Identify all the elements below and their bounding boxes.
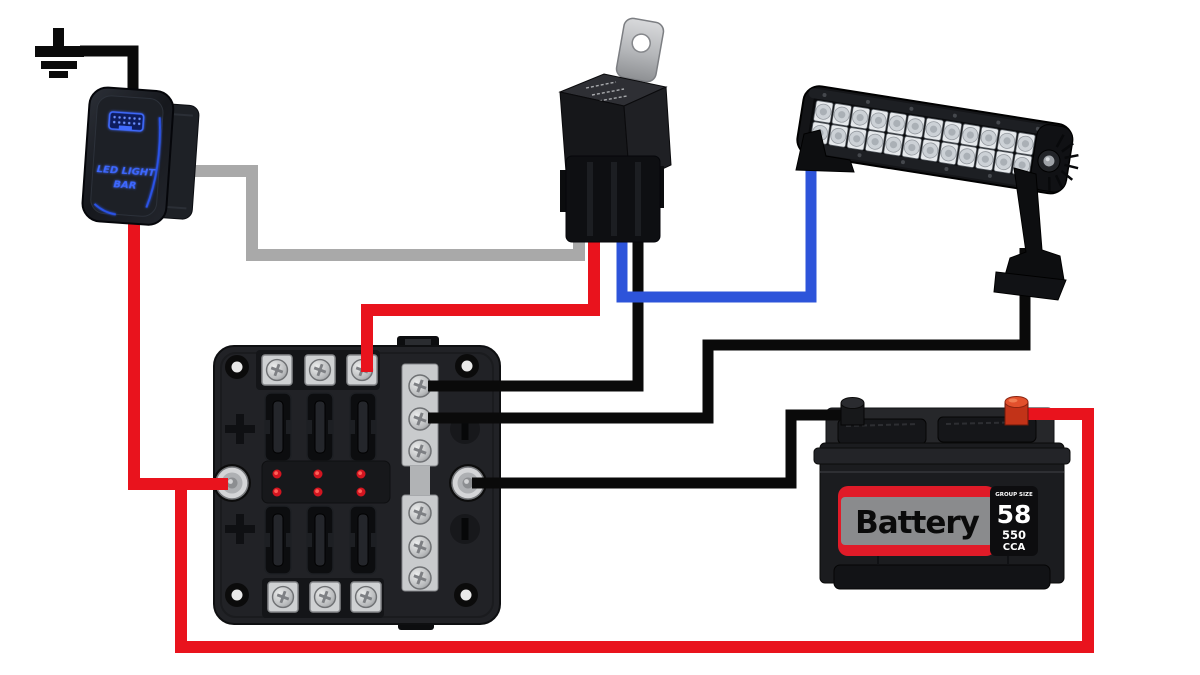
fuse-indicator-led [356, 487, 366, 497]
fuse-block [212, 336, 501, 630]
wire-light-bar-to-fuse-ground [428, 248, 1031, 424]
fuse-indicator-led [313, 469, 323, 479]
ground-bus-screw [407, 406, 433, 432]
fuse-output-terminal [310, 582, 340, 612]
fuse-indicator-led [356, 469, 366, 479]
battery: Battery GROUP SIZE 58 550 CCA [813, 407, 1071, 590]
battery-brand-text: Battery [855, 505, 979, 541]
light-bar-housing [796, 85, 1079, 195]
fuse-slot [306, 505, 334, 575]
heat-sink-fins [1047, 134, 1079, 191]
fuse-input-terminal [262, 355, 292, 385]
relay-printed-text [585, 81, 628, 102]
fuse-indicator-led [313, 487, 323, 497]
negative-marking [450, 514, 480, 544]
battery-group-size-value: 58 [997, 500, 1032, 529]
switch-label-line2: BAR [113, 179, 137, 192]
battery-cca-value: 550 [1002, 528, 1026, 542]
wire-relay-to-light-bar [616, 158, 817, 303]
fuse-slot [264, 392, 292, 462]
fuse-indicator-led [272, 469, 282, 479]
mounting-hole [225, 355, 249, 379]
led-light-bar [795, 85, 1079, 301]
wire-relay-to-fuse-terminal [361, 228, 600, 372]
fuse-input-terminal [305, 355, 335, 385]
fuse-slot [349, 392, 377, 462]
battery-label: Battery GROUP SIZE 58 550 CCA [838, 486, 1038, 556]
battery-base [833, 564, 1051, 590]
wire-ground-to-switch [80, 45, 139, 97]
fuse-output-terminal [351, 582, 381, 612]
ground-bus-screw [407, 373, 433, 399]
wire-switch-to-fuse-stud [128, 218, 228, 490]
switch-illumination: LED LIGHT BAR [93, 111, 161, 216]
switch-label-line1: LED LIGHT [96, 164, 156, 179]
wire-relay-to-fuse-ground [428, 228, 644, 392]
fuse-slot [306, 392, 334, 462]
battery-group-size-label: GROUP SIZE [995, 492, 1033, 498]
wire-battery-positive [175, 408, 1094, 653]
right-bracket-foot [993, 271, 1067, 301]
left-mounting-bracket [795, 129, 855, 173]
mounting-hole [454, 583, 478, 607]
ground-bus-screw [407, 565, 433, 591]
wire-switch-to-relay [178, 165, 585, 261]
battery-positive-terminal [1004, 396, 1029, 426]
ground-symbol [35, 28, 84, 78]
fuse-output-terminal [268, 582, 298, 612]
mounting-hole [225, 583, 249, 607]
battery-cca-label: CCA [1003, 542, 1026, 553]
indicator-led-panel [261, 460, 391, 504]
fuse-slot [264, 505, 292, 575]
battery-lid-lip [813, 447, 1071, 465]
wire-battery-negative [472, 409, 853, 489]
rocker-switch: LED LIGHT BAR [81, 86, 200, 226]
ground-bus-screw [407, 438, 433, 464]
relay-mounting-tab [615, 17, 665, 83]
mounting-hole [455, 354, 479, 378]
fuse-indicator-led [272, 487, 282, 497]
fuse-slot [349, 505, 377, 575]
wires [80, 45, 1094, 653]
battery-terminals [840, 396, 1029, 426]
ground-bus-screw [407, 534, 433, 560]
tab-hole [631, 33, 651, 53]
ground-bus-screw [407, 500, 433, 526]
battery-negative-terminal [840, 397, 865, 426]
light-bar-icon [108, 111, 145, 132]
relay [558, 17, 672, 243]
